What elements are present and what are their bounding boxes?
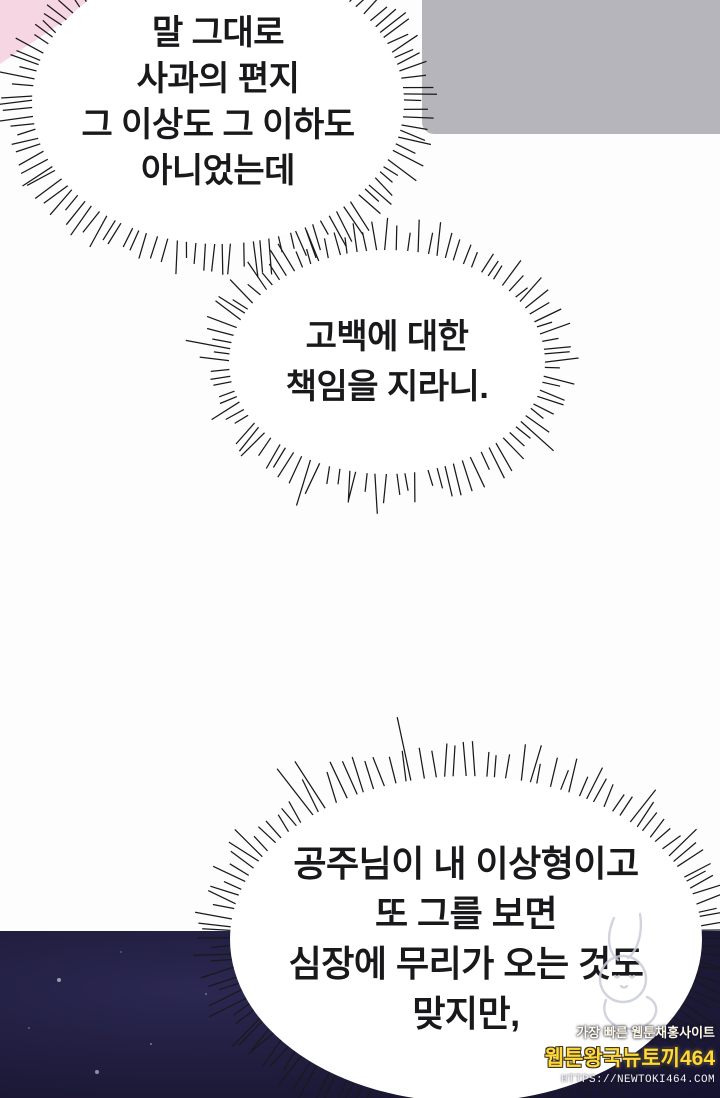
- speech-line: 심장에 무리가 오는 것도: [288, 943, 644, 984]
- watermark-tagline: 가장 빠른 웹툰채홍사이트: [576, 1025, 715, 1040]
- watermark-site-name: 웹툰왕국뉴토끼464: [544, 1047, 715, 1070]
- site-watermark: 가장 빠른 웹툰채홍사이트 웹툰왕국뉴토끼464 HTTPS://NEWTOKI…: [545, 1022, 715, 1086]
- speech-bubble-1: 말 그대로 사과의 편지 그 이상도 그 이하도 아니었는데: [81, 10, 355, 194]
- speech-line: 책임을 지라니.: [285, 368, 489, 406]
- speech-line: 사과의 편지: [136, 60, 300, 98]
- speech-line: 맞지만,: [412, 993, 520, 1034]
- speech-bubble-3: 공주님이 내 이상형이고 또 그를 보면 심장에 무리가 오는 것도 맞지만,: [289, 839, 644, 1039]
- speech-line: 고백에 대한: [305, 318, 469, 356]
- speech-line: 아니었는데: [141, 152, 295, 190]
- watermark-url: HTTPS://NEWTOKI464.COM: [560, 1074, 715, 1086]
- star-sparkles: [0, 931, 2, 933]
- speech-line: 공주님이 내 이상형이고: [293, 843, 639, 884]
- speech-bubble-2: 고백에 대한 책임을 지라니.: [286, 312, 489, 412]
- speech-line: 말 그대로: [151, 14, 285, 52]
- panel-gray-top-right: [422, 0, 720, 134]
- speech-line: 또 그를 보면: [374, 893, 558, 934]
- speech-line: 그 이상도 그 이하도: [81, 106, 355, 144]
